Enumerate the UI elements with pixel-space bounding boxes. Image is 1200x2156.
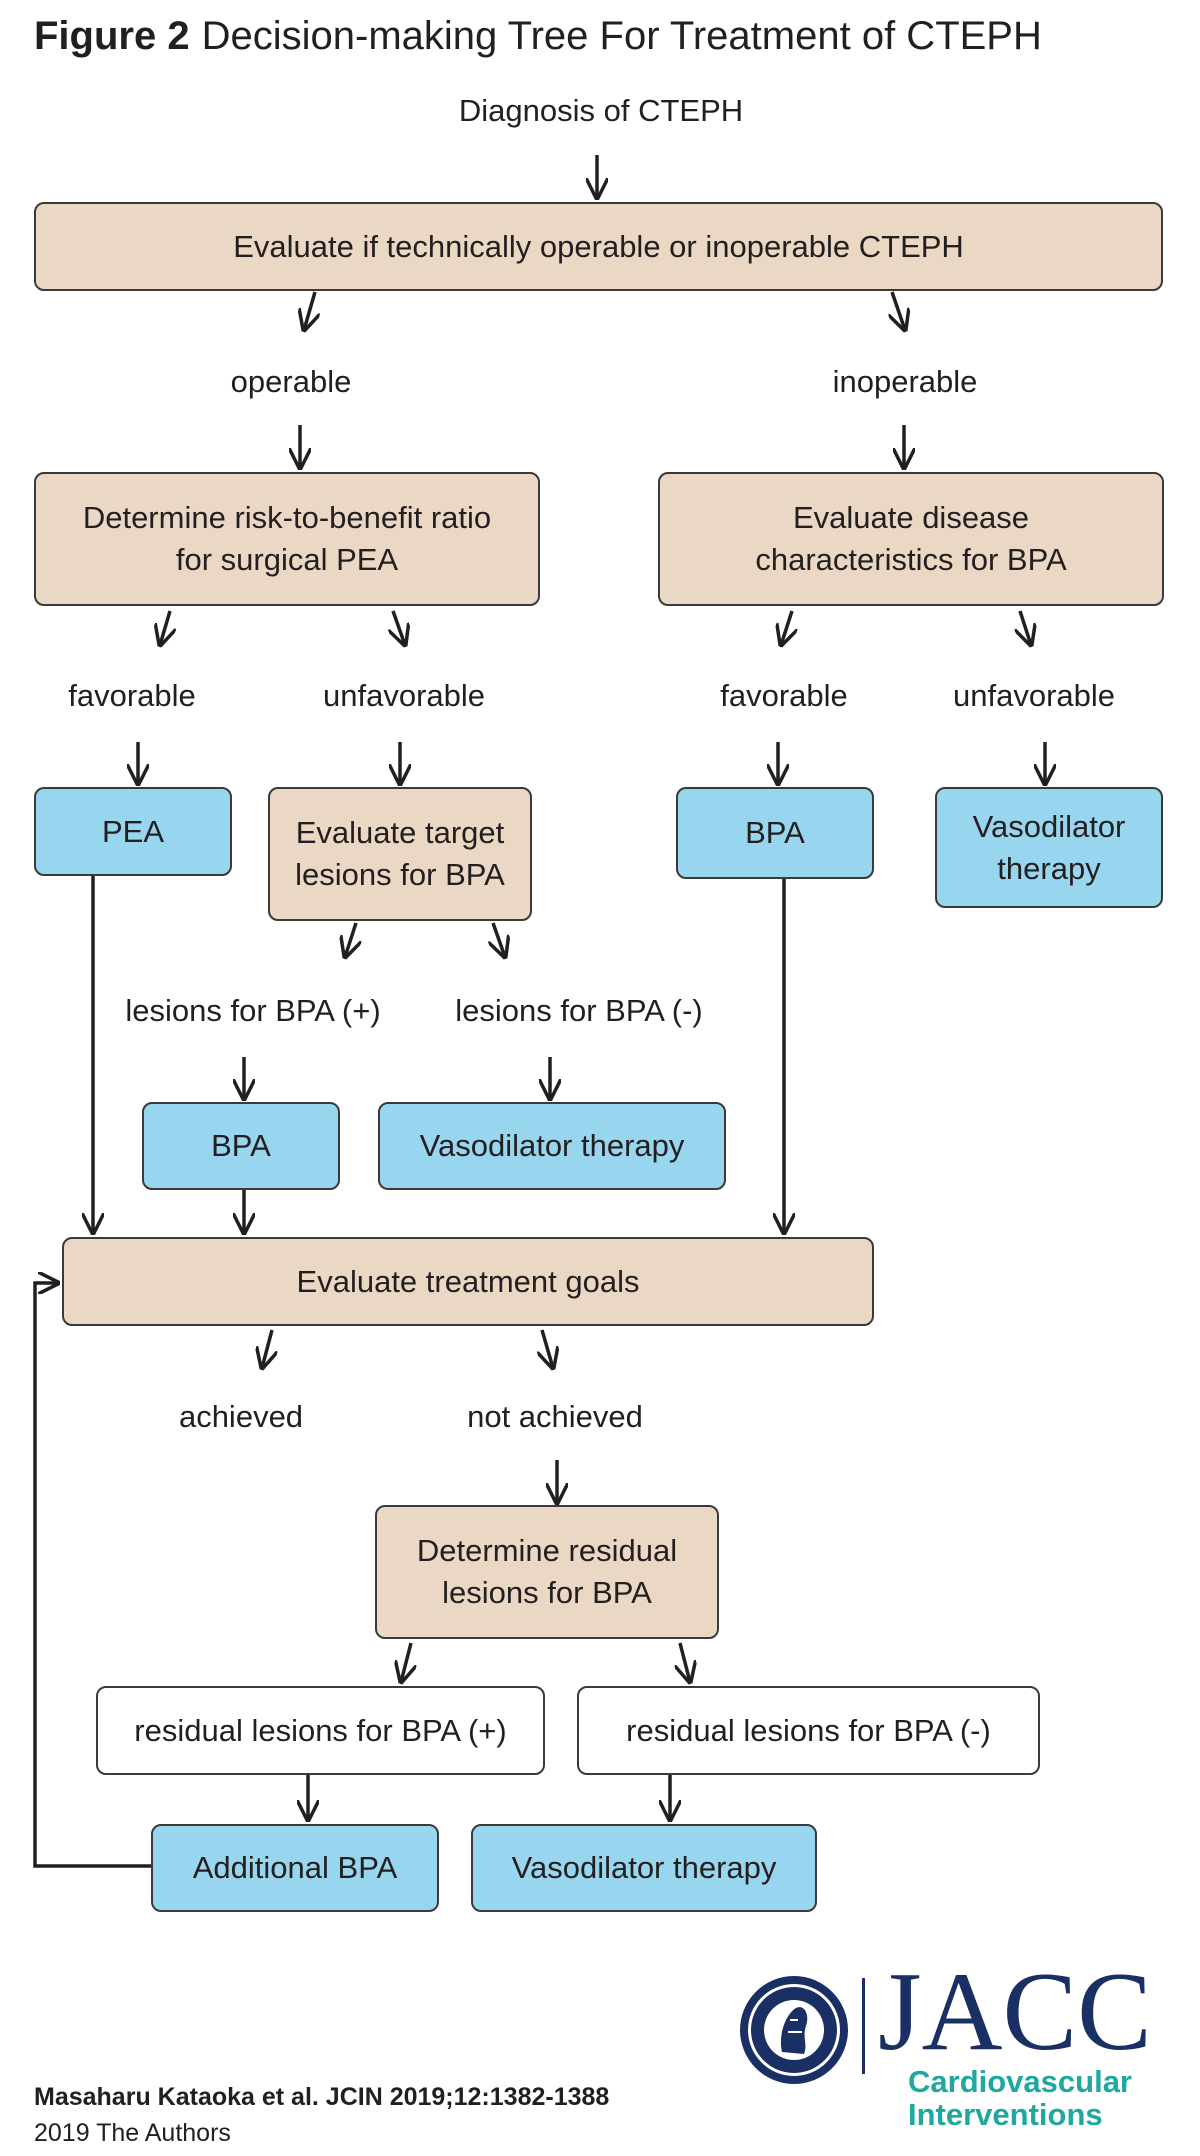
evaluate-target-text: Evaluate target lesions for BPA <box>295 815 505 892</box>
residual-neg-box: residual lesions for BPA (-) <box>577 1686 1040 1775</box>
journal-name-line2: Interventions <box>908 2096 1103 2132</box>
vasodilator-bottom-text: Vasodilator therapy <box>511 1850 777 1886</box>
pea-text: PEA <box>101 813 165 849</box>
residual-neg-text: residual lesions for BPA (-) <box>626 1712 991 1748</box>
unfavorable-left-label: unfavorable <box>322 678 486 713</box>
journal-name: Cardiovascular Interventions <box>908 2064 1132 2132</box>
figure-title-text: Decision-making Tree For Treatment of CT… <box>201 14 1042 58</box>
bpa-mid-text: BPA <box>211 1128 271 1164</box>
evaluate-target-box: Evaluate target lesions for BPA <box>268 787 532 921</box>
citation: Masaharu Kataoka et al. JCIN 2019;12:138… <box>34 2083 610 2111</box>
vasodilator-bottom-box: Vasodilator therapy <box>471 1824 817 1912</box>
jacc-wordmark: JACC <box>878 1950 1152 2074</box>
evaluate-operable-text: Evaluate if technically operable or inop… <box>233 228 964 264</box>
evaluate-goals-text: Evaluate treatment goals <box>296 1263 640 1299</box>
bpa-mid-box: BPA <box>142 1102 340 1190</box>
lesions-pos-label: lesions for BPA (+) <box>125 993 381 1028</box>
evaluate-disease-text: Evaluate disease characteristics for BPA <box>755 500 1067 577</box>
acc-seal-icon <box>740 1976 848 2084</box>
residual-pos-box: residual lesions for BPA (+) <box>96 1686 545 1775</box>
additional-bpa-text: Additional BPA <box>192 1850 398 1886</box>
evaluate-goals-box: Evaluate treatment goals <box>62 1237 874 1326</box>
bpa-right-text: BPA <box>745 815 805 851</box>
copyright: 2019 The Authors <box>34 2119 231 2147</box>
determine-residual-text: Determine residual lesions for BPA <box>416 1533 678 1610</box>
figure-label: Figure 2 <box>34 14 190 58</box>
not-achieved-label: not achieved <box>467 1399 643 1434</box>
operable-label: operable <box>230 364 352 399</box>
pea-box: PEA <box>34 787 232 876</box>
diagnosis-label: Diagnosis of CTEPH <box>458 93 744 128</box>
residual-pos-text: residual lesions for BPA (+) <box>134 1712 507 1748</box>
achieved-label: achieved <box>178 1399 304 1434</box>
determine-risk-text: Determine risk-to-benefit ratio for surg… <box>82 500 492 577</box>
unfavorable-right-label: unfavorable <box>952 678 1116 713</box>
journal-name-line1: Cardiovascular <box>908 2064 1132 2099</box>
logo-divider <box>862 1978 865 2074</box>
determine-risk-box: Determine risk-to-benefit ratio for surg… <box>34 472 540 606</box>
evaluate-disease-box: Evaluate disease characteristics for BPA <box>658 472 1164 606</box>
determine-residual-box: Determine residual lesions for BPA <box>375 1505 719 1639</box>
additional-bpa-box: Additional BPA <box>151 1824 439 1912</box>
favorable-right-label: favorable <box>720 678 848 713</box>
bpa-right-box: BPA <box>676 787 874 879</box>
vasodilator-mid-box: Vasodilator therapy <box>378 1102 726 1190</box>
vasodilator-right-text: Vasodilator therapy <box>972 808 1126 886</box>
inoperable-label: inoperable <box>832 364 978 399</box>
favorable-left-label: favorable <box>68 678 196 713</box>
evaluate-operable-box: Evaluate if technically operable or inop… <box>34 202 1163 291</box>
lesions-neg-label: lesions for BPA (-) <box>455 993 703 1028</box>
vasodilator-right-box: Vasodilator therapy <box>935 787 1163 908</box>
vasodilator-mid-text: Vasodilator therapy <box>419 1128 685 1164</box>
